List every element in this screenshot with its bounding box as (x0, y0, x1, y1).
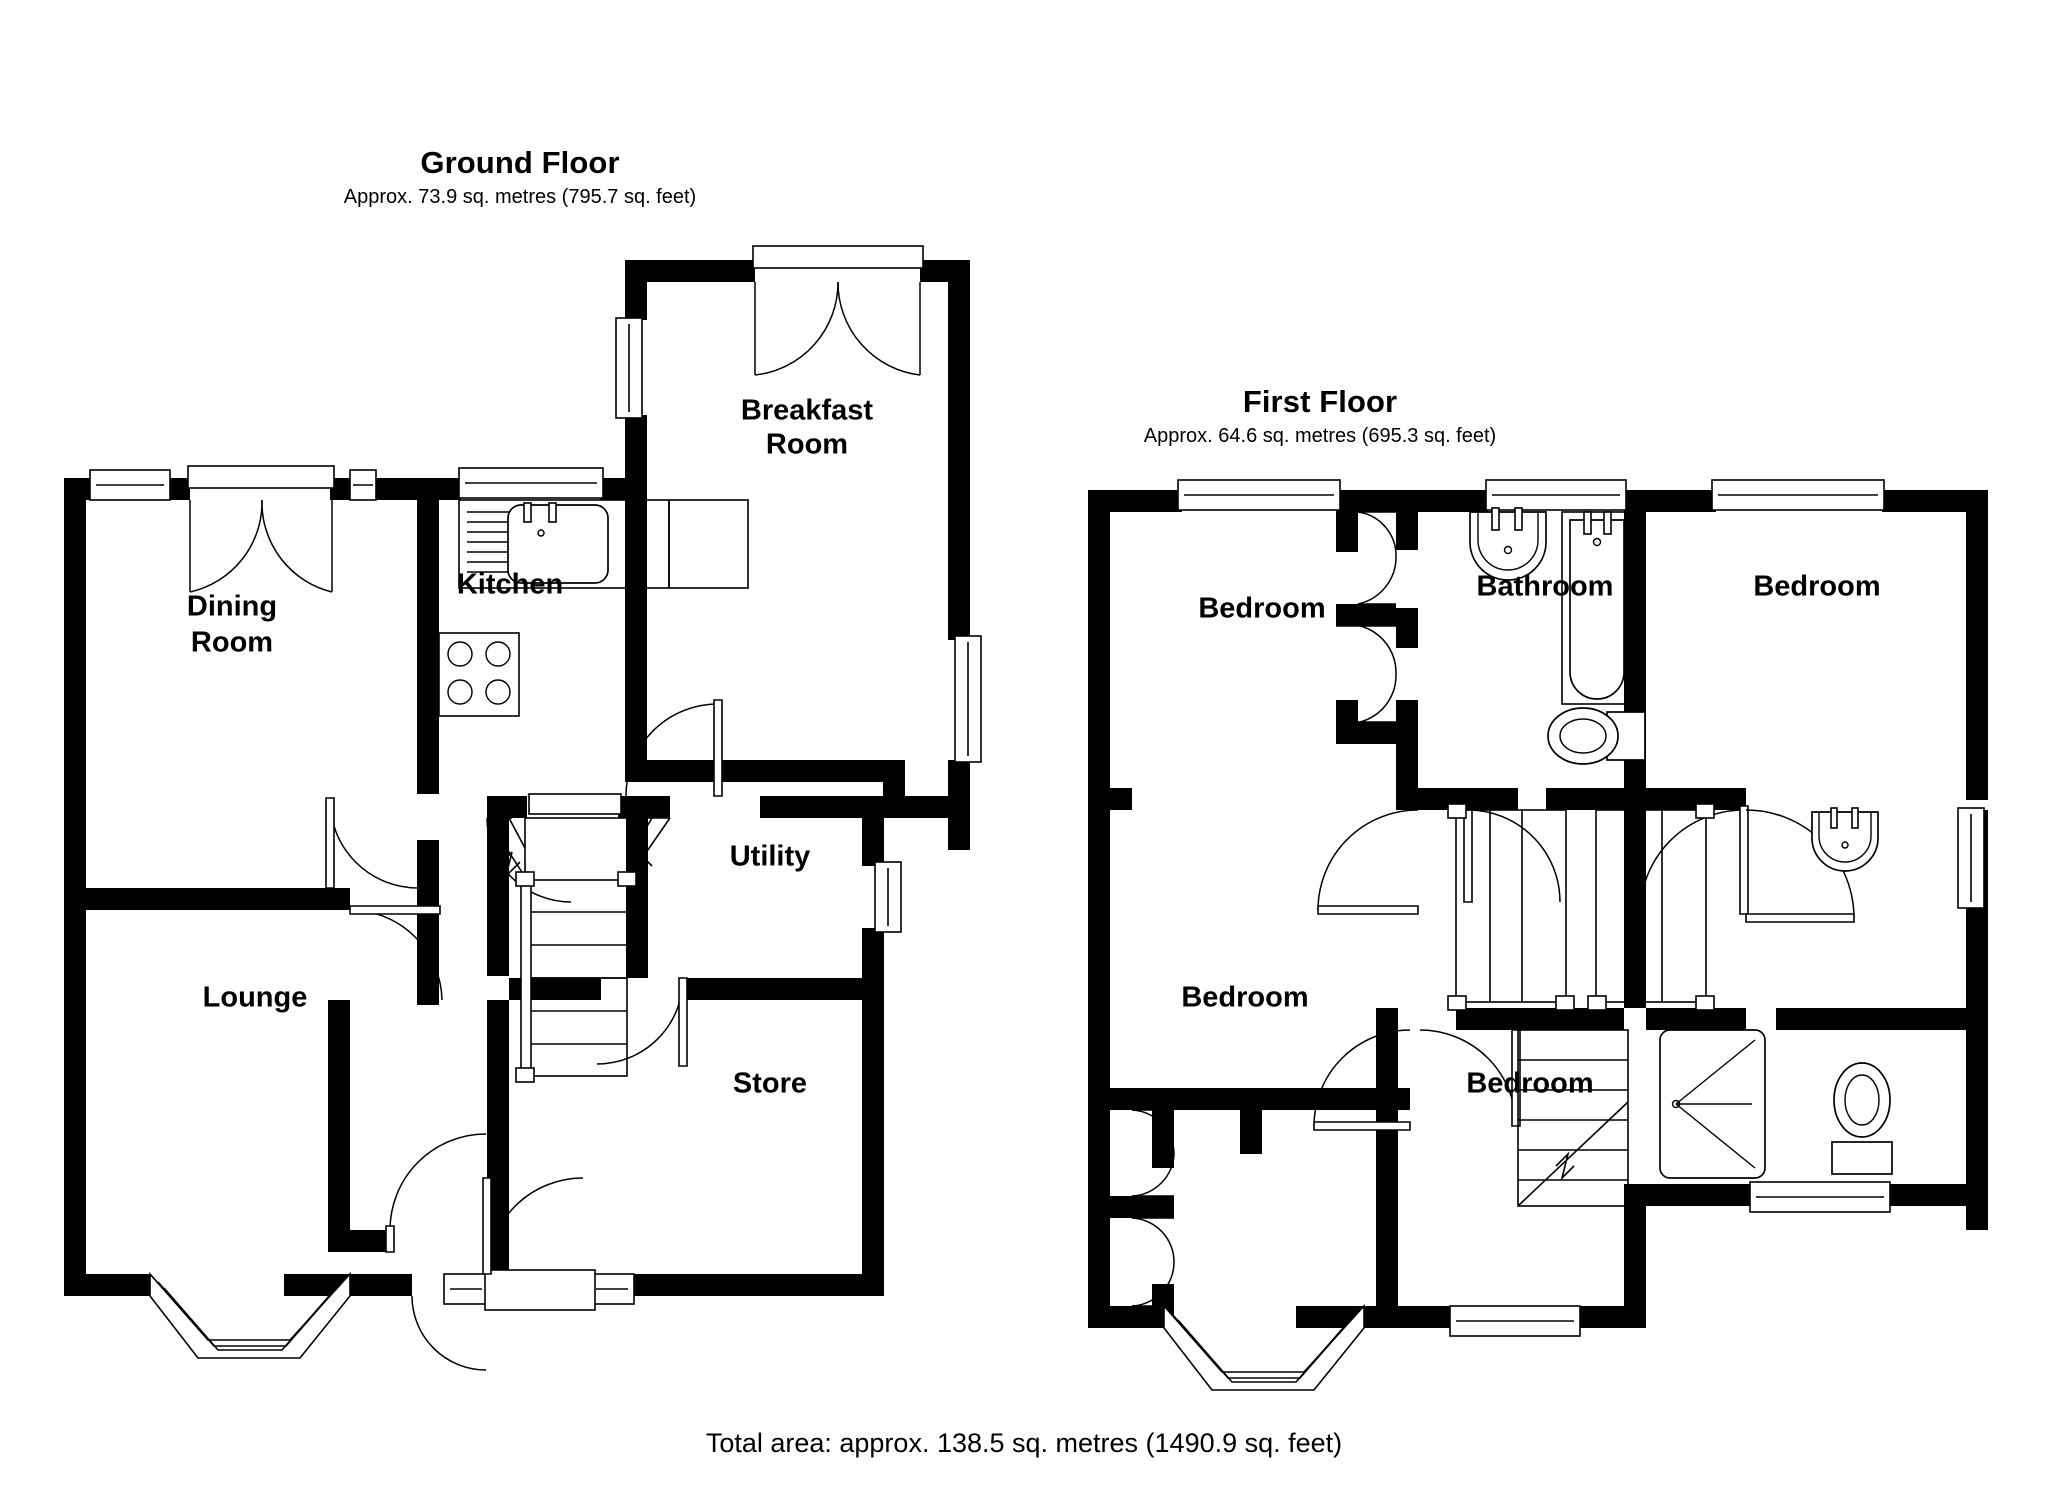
window-breakfast-right (954, 635, 982, 763)
label-dining-room-line2: Room (191, 627, 273, 659)
window-bedroom-lower-left-bay (1163, 1303, 1365, 1391)
door-hall-kitchen[interactable] (486, 817, 572, 903)
label-bedroom-left: Bedroom (1198, 593, 1325, 625)
first-floor-walls (1088, 490, 1988, 1328)
ground-floor-kitchen-fixtures (438, 499, 749, 717)
label-store: Store (733, 1068, 807, 1100)
window-bathroom (1485, 479, 1627, 511)
window-bedroom-rear (1749, 1181, 1891, 1213)
hob-icon (438, 632, 520, 717)
window-front-door-left (443, 1273, 489, 1305)
bath-icon (1561, 511, 1631, 705)
door-cupboard-upper[interactable] (1357, 511, 1397, 605)
ground-floor-staircase (486, 793, 671, 1083)
basin-icon (1469, 507, 1547, 581)
ground-floor-heading: Ground Floor Approx. 73.9 sq. metres (79… (160, 145, 880, 209)
window-dining-left (89, 469, 171, 501)
first-floor-bathroom-fixtures (1469, 507, 1646, 765)
ensuite-toilet-icon (1831, 1062, 1893, 1175)
label-breakfast-room-line2: Room (766, 429, 848, 461)
label-bathroom: Bathroom (1477, 571, 1614, 603)
label-utility: Utility (730, 841, 811, 873)
label-breakfast-room-line1: Breakfast (741, 395, 874, 427)
ground-floor-doors (189, 281, 921, 1371)
sink-icon (507, 502, 609, 584)
first-floor-title: First Floor (1242, 384, 1398, 419)
first-floor-ensuite-fixtures (1659, 807, 1893, 1179)
door-wardrobe-upper[interactable] (1131, 1109, 1175, 1197)
ensuite-basin-icon (1811, 807, 1879, 872)
door-bedroom-lower-left[interactable] (1313, 1029, 1411, 1131)
ground-floor-plan: Breakfast Room Kitchen Dining Room Loung… (64, 245, 982, 1371)
door-cupboard-lower[interactable] (1335, 623, 1397, 725)
label-bedroom-lower-mid: Bedroom (1466, 1068, 1593, 1100)
window-front-door-right (589, 1273, 635, 1305)
ground-floor-door-casings (187, 245, 924, 1311)
door-lounge-hall[interactable] (349, 905, 443, 1001)
first-floor-area: Approx. 64.6 sq. metres (695.3 sq. feet) (1143, 425, 1497, 448)
toilet-icon (1547, 707, 1646, 765)
window-bedroom-lower-mid (1449, 1305, 1581, 1337)
first-floor-staircase (1447, 803, 1715, 1207)
door-breakfast-french[interactable] (754, 281, 921, 376)
first-floor-windows (1163, 479, 1985, 1391)
first-floor-doors (1131, 511, 1855, 1307)
window-ensuite (1957, 807, 1985, 909)
window-bedroom-right (1711, 479, 1885, 511)
first-floor-heading: First Floor Approx. 64.6 sq. metres (695… (940, 384, 1700, 448)
label-bedroom-lower-left: Bedroom (1181, 982, 1308, 1014)
ground-floor-area: Approx. 73.9 sq. metres (795.7 sq. feet) (343, 186, 697, 209)
total-area-label: Total area: approx. 138.5 sq. metres (14… (705, 1428, 1343, 1458)
window-bedroom-left (1177, 479, 1341, 511)
first-floor-plan: Bedroom Bathroom Bedroom Bedroom Bedroom (1088, 479, 1988, 1391)
window-breakfast-left (615, 317, 643, 419)
door-front-entrance[interactable] (482, 1177, 584, 1275)
door-dining-french[interactable] (189, 499, 333, 593)
door-bedroom-right[interactable] (1639, 805, 1749, 915)
label-bedroom-right: Bedroom (1753, 571, 1880, 603)
shower-tray-icon (1659, 1029, 1766, 1179)
door-hall-understair[interactable] (385, 1133, 487, 1253)
window-dining-right (349, 469, 377, 501)
door-bedroom-left[interactable] (1317, 809, 1419, 915)
label-dining-room-line1: Dining (187, 591, 277, 623)
door-hall-lower[interactable] (411, 1295, 487, 1371)
window-lounge-bay (149, 1271, 351, 1359)
door-wardrobe-lower[interactable] (1131, 1217, 1175, 1307)
window-utility (874, 861, 902, 933)
ground-floor-windows (89, 317, 982, 1359)
window-kitchen (458, 467, 604, 499)
ground-floor-title: Ground Floor (420, 145, 620, 180)
door-dining-hall[interactable] (325, 797, 419, 889)
door-utility[interactable] (625, 699, 723, 797)
door-bathroom[interactable] (1463, 809, 1561, 903)
label-kitchen: Kitchen (457, 569, 563, 601)
door-store[interactable] (596, 977, 688, 1067)
label-lounge: Lounge (203, 982, 308, 1014)
